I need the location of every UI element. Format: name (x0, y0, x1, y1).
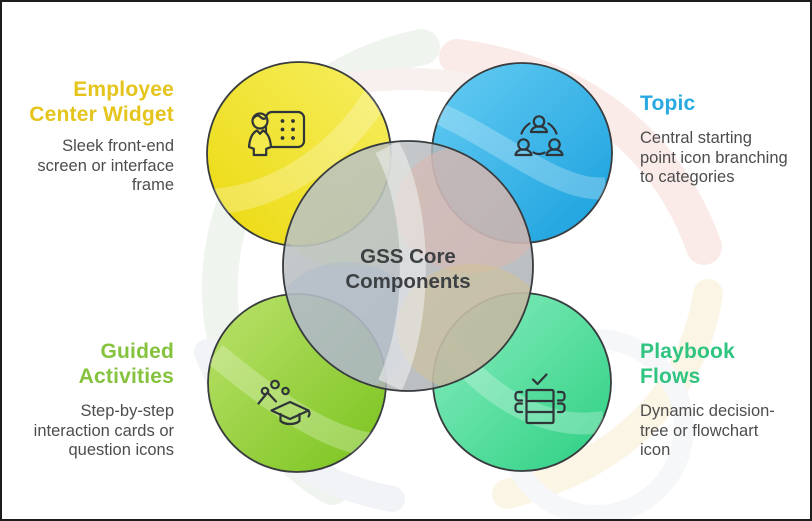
title-line: Flows (640, 365, 701, 388)
section-title: Topic (640, 91, 810, 116)
title-line: Activities (78, 365, 174, 388)
section-guided-activities: Guided Activities Step-by-step interacti… (4, 339, 174, 461)
title-line: Topic (640, 92, 696, 115)
section-description: Dynamic decision- tree or flowchart icon (640, 402, 775, 459)
section-employee-center-widget: Employee Center Widget Sleek front-end s… (4, 77, 174, 196)
flowchart-check-icon (514, 373, 566, 425)
title-line: Center Widget (29, 103, 174, 126)
section-title: Guided Activities (4, 339, 174, 389)
section-description: Central starting point icon branching to… (640, 129, 788, 186)
person-widget-icon (247, 110, 306, 157)
title-line: Guided (100, 340, 174, 363)
center-circle-label: GSS Core Components (345, 245, 471, 293)
title-line: Playbook (640, 340, 735, 363)
section-title: Employee Center Widget (4, 77, 174, 127)
section-description: Sleek front-end screen or interface fram… (37, 137, 174, 194)
team-network-icon (514, 115, 564, 157)
title-line: Employee (73, 78, 174, 101)
section-description: Step-by-step interaction cards or questi… (33, 402, 174, 459)
section-topic: Topic Central starting point icon branch… (640, 91, 810, 188)
section-playbook-flows: Playbook Flows Dynamic decision- tree or… (640, 339, 810, 461)
section-title: Playbook Flows (640, 339, 810, 389)
graduation-cap-icon (257, 379, 311, 426)
